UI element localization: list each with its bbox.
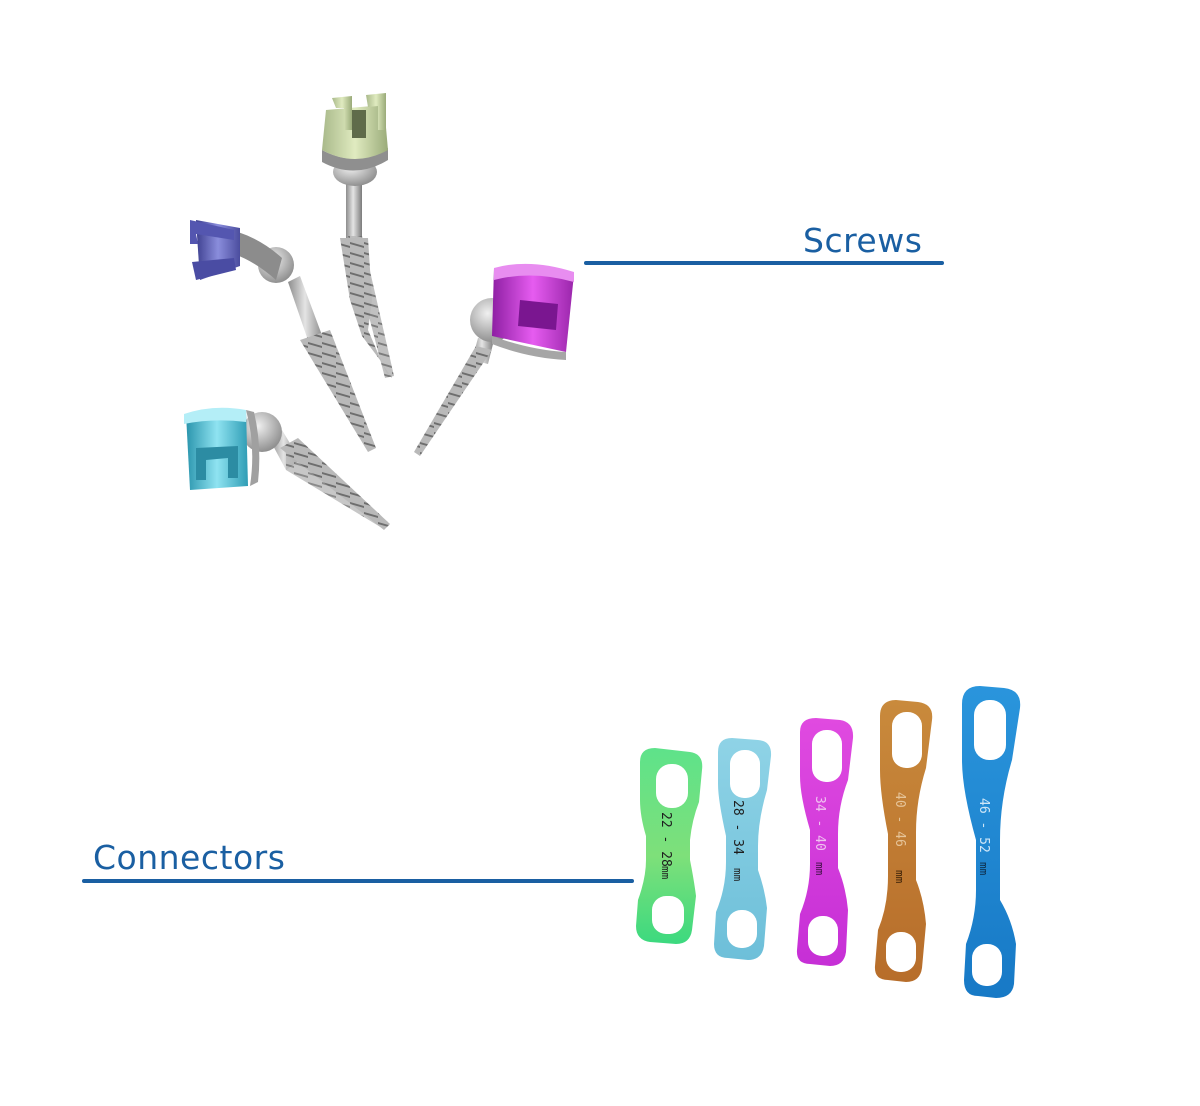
screw-purple bbox=[190, 220, 376, 452]
connector-size-label: 22 - 28 bbox=[658, 812, 673, 867]
connector-size-label: 28 - 34 bbox=[730, 800, 745, 855]
connector-size-label: 34 - 40 bbox=[812, 796, 827, 851]
connector-size-label: 46 - 52 bbox=[976, 798, 991, 853]
connector-28-34: 28 - 34 mm bbox=[714, 738, 772, 960]
connector-34-40: 34 - 40 mm bbox=[796, 718, 854, 966]
screws-leader-line bbox=[584, 261, 944, 265]
connectors-label: Connectors bbox=[93, 838, 286, 877]
screw-cyan bbox=[184, 407, 390, 530]
connector-40-46: 40 - 46 mm bbox=[874, 700, 933, 982]
connector-unit-label: mm bbox=[659, 866, 672, 880]
connectors-leader-line bbox=[82, 879, 634, 883]
screw-magenta bbox=[414, 263, 574, 456]
screws-label: Screws bbox=[803, 221, 923, 260]
connector-unit-label: mm bbox=[977, 862, 990, 876]
screw-green bbox=[322, 93, 394, 378]
connector-46-52: 46 - 52 mm bbox=[962, 686, 1021, 998]
connector-unit-label: mm bbox=[731, 868, 744, 882]
connector-22-28: 22 - 28 mm bbox=[636, 748, 703, 944]
connector-unit-label: mm bbox=[813, 862, 826, 876]
connector-size-label: 40 - 46 bbox=[892, 792, 907, 847]
connector-unit-label: mm bbox=[893, 870, 906, 884]
